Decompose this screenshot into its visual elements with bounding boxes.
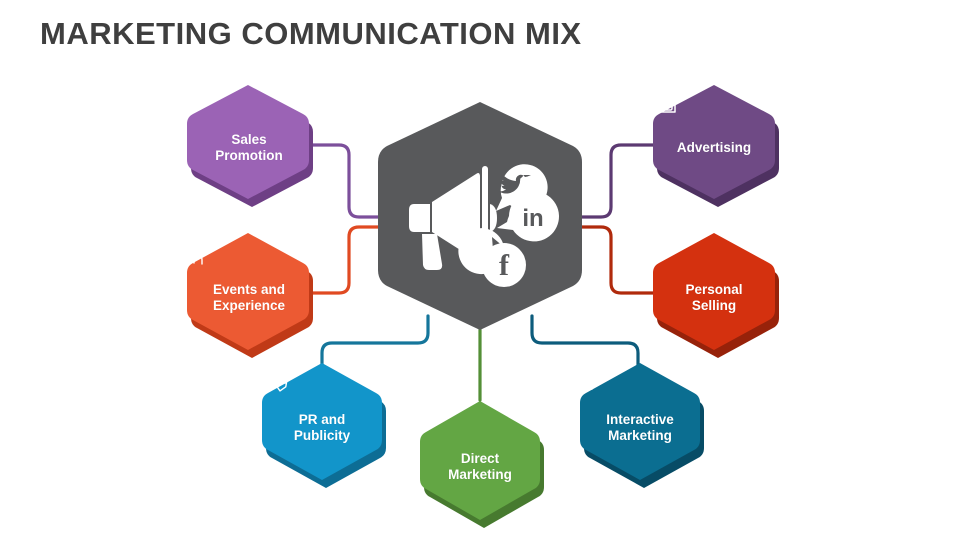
connector-interactive-marketing: [530, 314, 640, 374]
connector-advertising: [566, 143, 657, 219]
hexagon-shape-pr: [262, 363, 386, 488]
node-pr-and-publicity[interactable]: PR and Publicity: [247, 358, 396, 492]
connector-events-and-experience: [303, 225, 394, 295]
megaphone-social-icon: in f: [409, 164, 559, 287]
node-direct-marketing[interactable]: Direct Marketing: [406, 396, 554, 532]
svg-text:f: f: [499, 249, 510, 282]
hexagon-shape-direct-marketing: [420, 401, 544, 528]
hexagon-shape-events: [187, 233, 313, 358]
linkedin-bubble: in: [497, 191, 559, 242]
node-personal-selling[interactable]: Personal Selling: [638, 228, 790, 362]
connector-sales-promotion: [303, 143, 394, 219]
node-interactive-marketing[interactable]: Interactive Marketing: [566, 358, 714, 492]
node-sales-promotion[interactable]: Sales Promotion: [174, 80, 324, 210]
hexagon-shape-interactive-marketing: [580, 363, 704, 488]
node-events-and-experience[interactable]: Events and Experience: [174, 228, 324, 362]
facebook-bubble: f: [458, 228, 526, 287]
connector-personal-selling: [566, 225, 657, 295]
center-node-marketing-hub[interactable]: in f: [368, 98, 592, 334]
center-icon-megaphone-social: in f: [368, 98, 592, 334]
svg-text:in: in: [522, 205, 543, 232]
hexagon-shape-advertising: [653, 85, 779, 207]
page-title: MARKETING COMMUNICATION MIX: [40, 16, 582, 51]
hexagon-shape-personal-selling: [653, 233, 779, 358]
connector-pr-and-publicity: [320, 314, 430, 374]
hexagon-shape-sales-promotion: [187, 85, 313, 207]
node-advertising[interactable]: ADS Advertising: [638, 80, 790, 210]
